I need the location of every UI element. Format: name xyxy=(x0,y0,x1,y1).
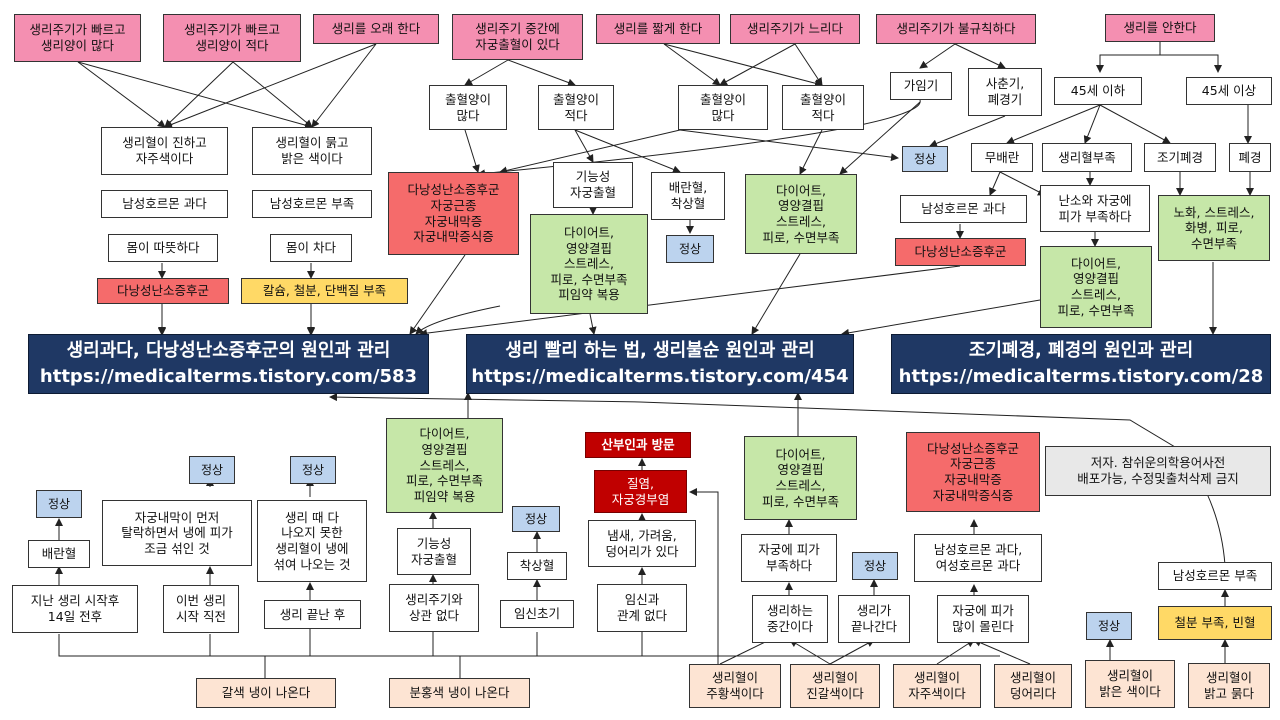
lifestyle-causes-1: 다이어트, 영양결핍 스트레스, 피로, 수면부족 피임약 복용 xyxy=(530,214,648,314)
main-link-menorrhagia-pcos[interactable]: 생리과다, 다낭성난소증후군의 원인과 관리 https://medicalte… xyxy=(28,334,429,394)
symptom-mid-bleeding: 생리주기 중간에 자궁출혈이 있다 xyxy=(452,14,583,60)
normal-badge-2: 정상 xyxy=(902,146,948,172)
uterus-blood-deficit: 자궁에 피가 부족하다 xyxy=(741,534,837,582)
symptom-none: 생리를 안한다 xyxy=(1105,14,1215,42)
blood-bright-thin: 생리혈이 밝고 묽다 xyxy=(1188,663,1270,708)
gyn-disease-box-1: 다낭성난소증후군 자궁근종 자궁내막증 자궁내막증식증 xyxy=(388,172,519,255)
lifestyle-causes-5: 다이어트, 영양결핍 스트레스, 피로, 수면부족 xyxy=(744,436,857,520)
pcos-box-1: 다낭성난소증후군 xyxy=(97,278,229,304)
hormone-excess: 남성호르몬 과다, 여성호르몬 과다 xyxy=(914,534,1042,582)
mid-period: 생리하는 중간이다 xyxy=(752,595,828,643)
symptom-fast-light: 생리주기가 빠르고 생리양이 적다 xyxy=(163,14,301,62)
period-ending: 생리가 끝나간다 xyxy=(838,595,910,643)
early-pregnancy: 임신초기 xyxy=(500,600,574,628)
implantation-bleeding: 착상혈 xyxy=(507,552,567,580)
gyn-disease-box-2: 다낭성난소증후군 자궁근종 자궁내막증 자궁내막증식증 xyxy=(906,432,1040,512)
uterus-blood-congestion: 자궁에 피가 많이 몰린다 xyxy=(937,595,1029,643)
androgen-excess-2: 남성호르몬 과다 xyxy=(900,195,1027,223)
brown-discharge: 갈색 냉이 나온다 xyxy=(196,678,336,708)
normal-badge-4: 정상 xyxy=(189,456,235,484)
lifestyle-causes-3: 다이어트, 영양결핍 스트레스, 피로, 수면부족 xyxy=(1040,246,1152,328)
bleeding-heavy-2: 출혈양이 많다 xyxy=(678,85,768,130)
functional-bleeding-2: 기능성 자궁출혈 xyxy=(397,528,471,575)
body-cold: 몸이 차다 xyxy=(270,234,352,262)
blood-deficit: 생리혈부족 xyxy=(1042,143,1132,172)
symptom-irregular: 생리주기가 불규칙하다 xyxy=(876,14,1036,44)
blood-clots: 생리혈이 덩어리다 xyxy=(994,664,1072,708)
blood-orange: 생리혈이 주황색이다 xyxy=(689,664,781,708)
around-day-14: 지난 생리 시작후 14일 전후 xyxy=(12,585,138,633)
not-pregnancy-related: 임신과 관계 없다 xyxy=(597,584,687,632)
unrelated-to-cycle: 생리주기와 상관 없다 xyxy=(389,584,479,632)
just-before-period: 이번 생리 시작 직전 xyxy=(163,585,239,633)
nutrient-deficit: 칼슘, 철분, 단백질 부족 xyxy=(241,278,408,304)
menopause: 폐경 xyxy=(1229,143,1271,172)
blood-bright: 생리혈이 밝은 색이다 xyxy=(1085,660,1175,708)
age-under-45: 45세 이하 xyxy=(1054,77,1142,105)
symptom-fast-heavy: 생리주기가 빠르고 생리양이 많다 xyxy=(14,14,141,62)
lifestyle-causes-2: 다이어트, 영양결핍 스트레스, 피로, 수면부족 xyxy=(745,174,857,254)
normal-badge-7: 정상 xyxy=(852,552,898,580)
symptom-short: 생리를 짧게 한다 xyxy=(596,14,720,44)
visit-gynecologist: 산부인과 방문 xyxy=(585,432,691,458)
main-link-menopause[interactable]: 조기폐경, 폐경의 원인과 관리 https://medicalterms.ti… xyxy=(891,334,1271,394)
copyright-note: 저자. 참쉬운의학용어사전 배포가능, 수정및출처삭제 금지 xyxy=(1045,446,1271,496)
normal-badge-1: 정상 xyxy=(666,235,714,263)
endometrium-shedding: 자궁내막이 먼저 탈락하면서 냉에 피가 조금 섞인 것 xyxy=(102,500,252,566)
vaginitis-cervicitis: 질염, 자궁경부염 xyxy=(594,470,687,513)
androgen-deficit-2: 남성호르몬 부족 xyxy=(1158,562,1272,590)
functional-bleeding-1: 기능성 자궁출혈 xyxy=(553,162,633,208)
normal-badge-5: 정상 xyxy=(290,456,336,484)
anovulation: 무배란 xyxy=(971,143,1033,172)
androgen-excess: 남성호르몬 과다 xyxy=(101,190,228,218)
blood-dark-purple: 생리혈이 진하고 자주색이다 xyxy=(101,127,228,175)
pcos-box-2: 다낭성난소증후군 xyxy=(895,238,1026,266)
lifestyle-causes-4: 다이어트, 영양결핍 스트레스, 피로, 수면부족 피임약 복용 xyxy=(386,418,503,513)
age-over-45: 45세 이상 xyxy=(1186,77,1272,105)
normal-badge-8: 정상 xyxy=(1086,612,1132,640)
ovary-uterus-blood-deficit: 난소와 자궁에 피가 부족하다 xyxy=(1040,185,1150,232)
bleeding-light-1: 출혈양이 적다 xyxy=(538,85,614,130)
androgen-deficit: 남성호르몬 부족 xyxy=(252,190,372,218)
pink-discharge: 분홍색 냉이 나온다 xyxy=(389,678,530,708)
iron-deficit-anemia: 철분 부족, 빈혈 xyxy=(1158,606,1272,640)
aging-causes: 노화, 스트레스, 화병, 피로, 수면부족 xyxy=(1158,195,1270,261)
blood-purple: 생리혈이 자주색이다 xyxy=(893,664,981,708)
residual-menstrual-blood: 생리 때 다 나오지 못한 생리혈이 냉에 섞여 나오는 것 xyxy=(257,500,367,582)
main-link-irregular-period[interactable]: 생리 빨리 하는 법, 생리불순 원인과 관리 https://medicalt… xyxy=(466,334,854,394)
puberty-menopause: 사춘기, 폐경기 xyxy=(968,68,1042,116)
odor-itch-clots: 냄새, 가려움, 덩어리가 있다 xyxy=(588,520,696,567)
normal-badge-6: 정상 xyxy=(512,506,560,532)
bleeding-heavy-1: 출혈양이 많다 xyxy=(429,85,507,130)
ovulation-implant-bleeding: 배란혈, 착상혈 xyxy=(651,172,725,220)
symptom-long: 생리를 오래 한다 xyxy=(313,14,439,44)
after-period: 생리 끝난 후 xyxy=(264,600,361,629)
blood-dark-brown: 생리혈이 진갈색이다 xyxy=(790,664,880,708)
early-menopause: 조기폐경 xyxy=(1144,143,1216,172)
ovulation-bleeding: 배란혈 xyxy=(28,540,90,568)
fertile-age: 가임기 xyxy=(890,72,952,100)
normal-badge-3: 정상 xyxy=(36,490,82,518)
body-warm: 몸이 따뜻하다 xyxy=(108,234,218,262)
bleeding-light-2: 출혈양이 적다 xyxy=(782,85,864,130)
symptom-slow: 생리주기가 느리다 xyxy=(730,14,860,44)
blood-thin-bright: 생리혈이 묽고 밝은 색이다 xyxy=(252,127,372,175)
